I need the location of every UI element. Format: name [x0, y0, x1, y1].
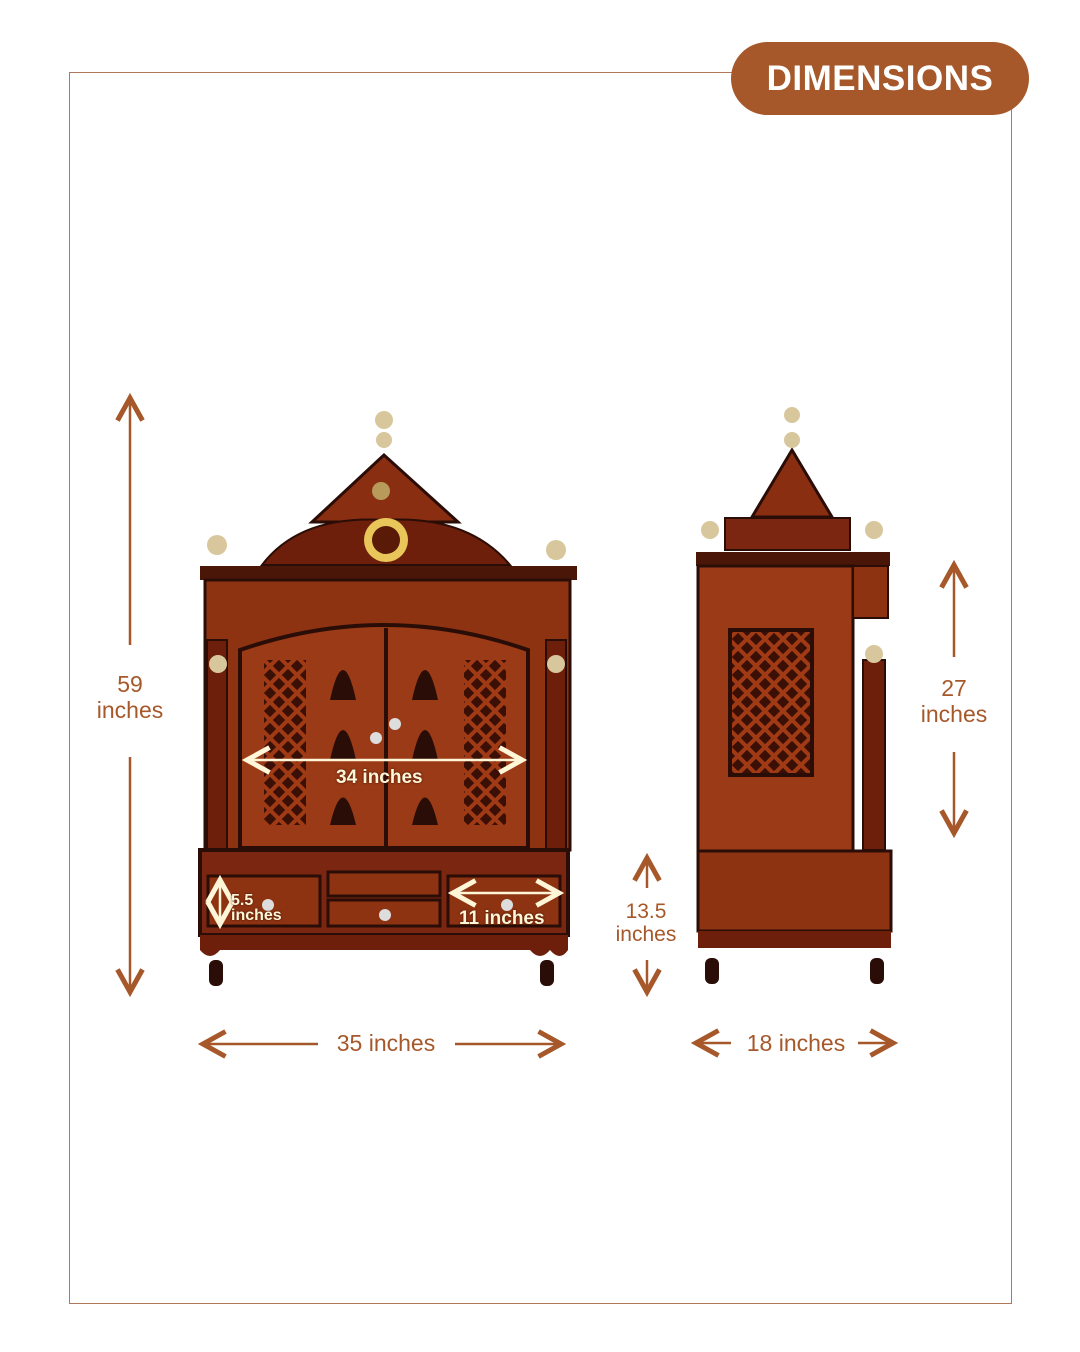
front-height-value: 59 — [117, 671, 143, 697]
side-depth-label: 18 inches — [738, 1030, 854, 1056]
frame-border — [69, 72, 1012, 1304]
front-height-unit: inches — [96, 697, 164, 723]
drawer-height-value: 5.5 — [231, 892, 254, 909]
front-width-label: 35 inches — [326, 1030, 446, 1056]
dimensions-badge: DIMENSIONS — [731, 42, 1029, 115]
temple-front-view — [198, 411, 577, 986]
drawer-height-label: 5.5 inches — [231, 892, 282, 924]
inner-width-label: 34 inches — [336, 767, 423, 788]
front-height-label: 59 inches — [88, 671, 172, 723]
side-base-height-value: 13.5 — [625, 900, 667, 923]
drawer-height-unit: inches — [231, 907, 282, 924]
side-upper-height-unit: inches — [920, 701, 988, 727]
side-base-height-unit: inches — [615, 923, 677, 946]
temple-side-view — [696, 407, 893, 984]
side-base-height-label: 13.5 inches — [606, 900, 686, 946]
side-upper-height-value: 27 — [941, 675, 967, 701]
side-upper-height-label: 27 inches — [912, 675, 996, 727]
drawer-width-label: 11 inches — [459, 908, 545, 929]
